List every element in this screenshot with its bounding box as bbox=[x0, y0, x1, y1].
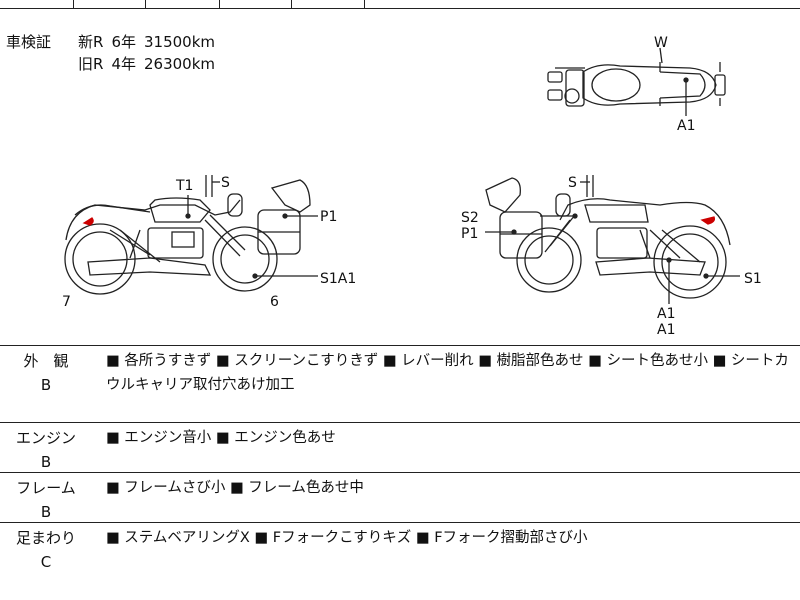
label-7: 7 bbox=[62, 294, 71, 310]
label-s: S bbox=[221, 175, 230, 191]
condition-row-engine: エンジン B ■ エンジン音小 ■ エンジン色あせ bbox=[0, 423, 800, 473]
cell-divider bbox=[145, 0, 146, 9]
category-grade: C bbox=[40, 553, 52, 571]
cell-divider bbox=[219, 0, 220, 9]
reg-km: 31500km bbox=[143, 33, 215, 51]
condition-category: 外 観 B bbox=[0, 346, 92, 397]
label-a1: A1 bbox=[677, 118, 695, 134]
cell-divider bbox=[364, 0, 365, 9]
condition-items: ■ ステムベアリングX ■ Fフォークこすりキズ ■ Fフォーク摺動部さび小 bbox=[106, 530, 588, 546]
label-s1: S1 bbox=[744, 271, 762, 287]
reg-km: 26300km bbox=[143, 55, 215, 73]
top-view-motorcycle bbox=[547, 47, 726, 116]
registration-row: 新R 6年 31500km bbox=[78, 31, 278, 54]
label-6: 6 bbox=[270, 294, 279, 310]
condition-category: エンジン B bbox=[0, 423, 92, 474]
category-name: エンジン bbox=[15, 429, 76, 447]
motorcycle-diagrams: W A1 bbox=[62, 35, 762, 338]
category-name: フレーム bbox=[16, 479, 76, 497]
cell-divider bbox=[291, 0, 292, 9]
category-name: 足まわり bbox=[15, 529, 76, 547]
category-grade: B bbox=[40, 453, 52, 471]
top-table-strip bbox=[0, 0, 800, 9]
condition-row-exterior: 外 観 B ■ 各所うすきず ■ スクリーンこすりきず ■ レバー削れ ■ 樹脂… bbox=[0, 346, 800, 423]
right-view-motorcycle bbox=[485, 175, 740, 304]
condition-category: 足まわり C bbox=[0, 523, 92, 574]
label-a1: A1 bbox=[657, 322, 675, 338]
condition-items: ■ フレームさび小 ■ フレーム色あせ中 bbox=[106, 480, 364, 496]
cell-divider bbox=[73, 0, 74, 9]
reg-years: 4年 bbox=[111, 55, 136, 73]
registration-row: 旧R 4年 26300km bbox=[78, 53, 278, 76]
registration-label: 車検証 bbox=[6, 33, 52, 51]
category-grade: B bbox=[40, 503, 52, 521]
reg-type: 旧R bbox=[78, 55, 104, 73]
reg-type: 新R bbox=[78, 33, 104, 51]
condition-row-suspension: 足まわり C ■ ステムベアリングX ■ Fフォークこすりキズ ■ Fフォーク摺… bbox=[0, 523, 800, 600]
reg-years: 6年 bbox=[111, 33, 136, 51]
category-grade: B bbox=[40, 376, 52, 394]
label-a1: A1 bbox=[657, 306, 675, 322]
category-name: 外 観 bbox=[23, 352, 69, 370]
diagram-section bbox=[0, 9, 800, 346]
label-t1: T1 bbox=[175, 178, 193, 194]
label-p1: P1 bbox=[320, 209, 337, 225]
label-s1a1: S1A1 bbox=[320, 271, 356, 287]
condition-items: ■ エンジン音小 ■ エンジン色あせ bbox=[106, 430, 336, 446]
condition-row-frame: フレーム B ■ フレームさび小 ■ フレーム色あせ中 bbox=[0, 473, 800, 523]
label-s2: S2 bbox=[461, 210, 479, 226]
condition-category: フレーム B bbox=[0, 473, 92, 524]
condition-items: ■ 各所うすきず ■ スクリーンこすりきず ■ レバー削れ ■ 樹脂部色あせ ■… bbox=[106, 353, 789, 393]
label-p1: P1 bbox=[461, 226, 478, 242]
left-view-motorcycle bbox=[64, 175, 318, 295]
label-w: W bbox=[654, 35, 668, 51]
label-s: S bbox=[568, 175, 577, 191]
